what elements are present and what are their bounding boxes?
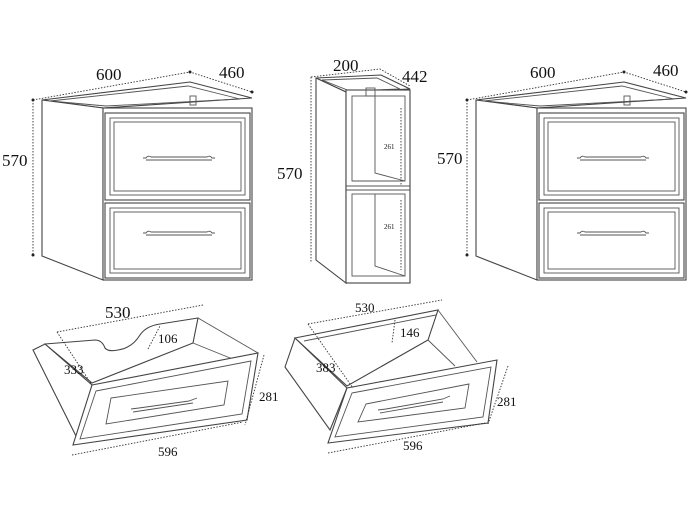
cabinet-left: 600 460 570 — [2, 63, 255, 281]
cabinet-right: 600 460 570 — [437, 61, 689, 281]
drawer-lower: 530 146 383 596 281 — [284, 299, 517, 454]
drawer-lower-inner-width: 530 — [355, 300, 375, 315]
column-cabinet: 200 442 570 261 261 — [277, 56, 428, 285]
cabinet-right-width: 600 — [530, 63, 556, 82]
drawer-lower-front-height: 281 — [497, 394, 517, 409]
cabinet-right-height: 570 — [437, 149, 463, 168]
drawer-lower-depth: 383 — [316, 360, 336, 375]
column-depth: 442 — [402, 67, 428, 86]
drawer-upper-front-width: 596 — [158, 444, 178, 459]
column-width: 200 — [333, 56, 359, 75]
cabinet-left-height: 570 — [2, 151, 28, 170]
column-height: 570 — [277, 164, 303, 183]
column-shelf-lower: 261 — [384, 223, 395, 231]
column-shelf-upper: 261 — [384, 143, 395, 151]
cabinet-left-width: 600 — [96, 65, 122, 84]
drawer-lower-front-width: 596 — [403, 438, 423, 453]
drawer-upper-inner-width: 530 — [105, 303, 131, 322]
drawer-upper-cutout: 106 — [158, 331, 178, 346]
drawer-upper-depth: 333 — [64, 362, 84, 377]
cabinet-right-depth: 460 — [653, 61, 679, 80]
drawer-upper-front-height: 281 — [259, 389, 279, 404]
cabinet-left-depth: 460 — [219, 63, 245, 82]
drawer-lower-side-height: 146 — [400, 325, 420, 340]
drawer-upper: 530 106 333 596 281 — [32, 303, 279, 459]
